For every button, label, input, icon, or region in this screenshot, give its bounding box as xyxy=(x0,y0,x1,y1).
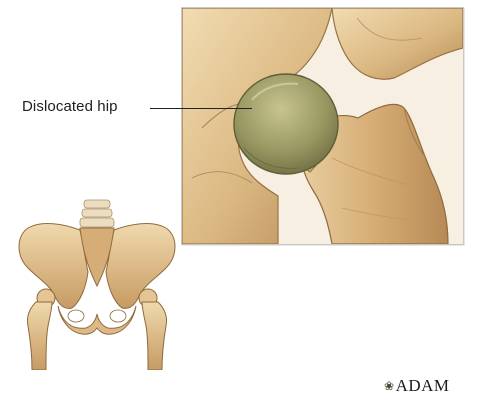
adam-logo: ❀ADAM xyxy=(384,376,450,396)
lumbar-spine xyxy=(80,200,114,227)
upper-pelvis-bone xyxy=(332,8,463,79)
right-femur xyxy=(142,302,167,370)
left-femur xyxy=(27,302,52,370)
callout-leader-line xyxy=(150,108,252,109)
hip-closeup-drawing xyxy=(182,8,463,244)
callout-label: Dislocated hip xyxy=(22,98,118,115)
femoral-head xyxy=(234,74,338,174)
pelvis-overview-drawing xyxy=(6,198,188,370)
hip-closeup-inset xyxy=(181,7,464,245)
adam-leaf-mark-icon: ❀ xyxy=(384,379,395,393)
logo-text: ADAM xyxy=(396,376,450,395)
